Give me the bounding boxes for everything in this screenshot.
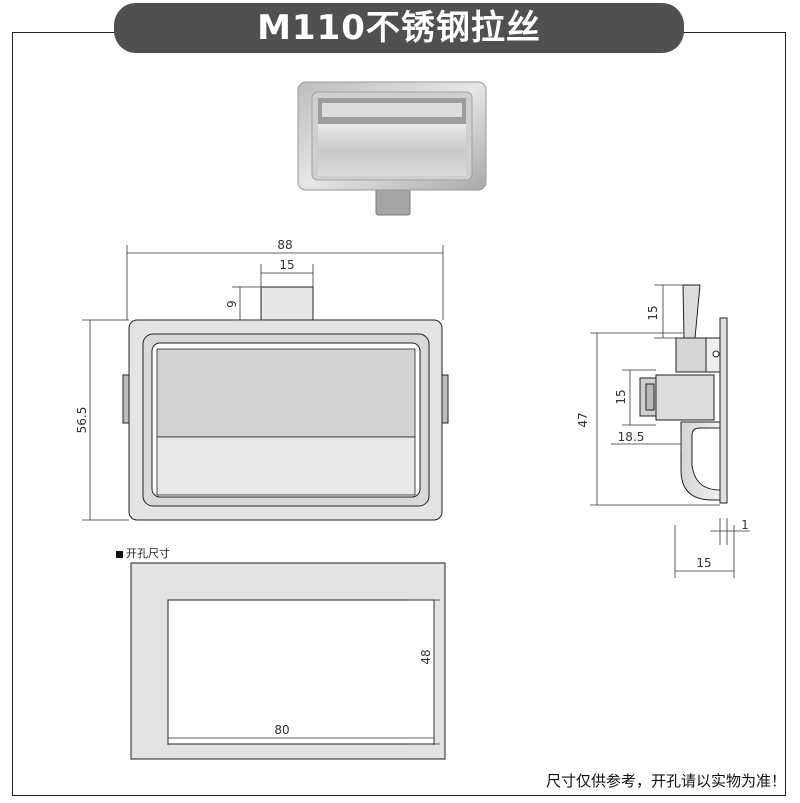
product-title: M110不锈钢拉丝 <box>114 3 684 53</box>
dim-side-total: 47 <box>576 412 590 427</box>
dim-side-mid: 15 <box>614 389 628 404</box>
front-view <box>122 286 449 521</box>
dim-width: 88 <box>277 238 292 252</box>
side-dimension-lines <box>590 284 750 578</box>
cutout-section-label: 开孔尺寸 <box>116 545 170 561</box>
dim-tab-height: 9 <box>225 300 239 308</box>
cutout-section-text: 开孔尺寸 <box>126 547 170 560</box>
side-view <box>639 284 728 504</box>
dim-side-bottom-width: 15 <box>696 556 711 570</box>
footer-note: 尺寸仅供参考，开孔请以实物为准！ <box>545 772 786 790</box>
dim-height: 56.5 <box>75 407 89 434</box>
dim-side-depth: 18.5 <box>618 430 645 444</box>
dim-cutout-width: 80 <box>274 723 289 737</box>
dim-tab-width: 15 <box>279 258 294 272</box>
dim-side-top: 15 <box>646 305 660 320</box>
dim-cutout-height: 48 <box>419 649 433 664</box>
cutout-view <box>130 562 446 760</box>
dim-side-bottom-thickness: 1 <box>741 518 749 532</box>
bullet-square-icon <box>116 550 123 558</box>
product-photo <box>297 81 487 216</box>
front-dimension-lines <box>82 245 444 521</box>
cutout-dimension-lines <box>167 599 440 745</box>
